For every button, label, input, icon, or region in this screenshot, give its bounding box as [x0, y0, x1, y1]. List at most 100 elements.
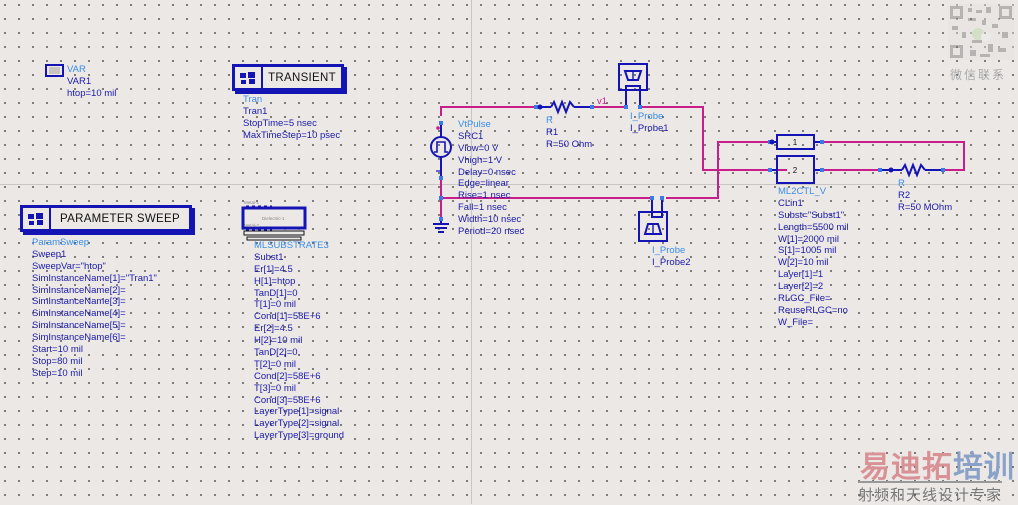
pin-probe2-in[interactable] — [650, 196, 654, 200]
substrate-name: Subst1 — [254, 251, 284, 263]
substrate-param: T[1]=0 mil — [254, 299, 296, 311]
substrate-icon-label-metal1: Metal-1 — [244, 200, 260, 205]
r2-labels[interactable]: R R2 R=50 MOhm — [898, 178, 952, 214]
pin-probe1-in[interactable] — [624, 105, 628, 109]
transient-labels[interactable]: Tran Tran1 StopTime=5 nsec MaxTimeStep=1… — [243, 94, 340, 142]
pin-r1-2[interactable] — [590, 105, 594, 109]
pin-clin-3[interactable] — [820, 140, 824, 144]
transient-controller[interactable]: TRANSIENT — [232, 64, 344, 91]
var-block-labels[interactable]: VAR VAR1 htop=10 mil — [67, 64, 116, 100]
pin-clin-dot — [769, 139, 775, 145]
transient-param: MaxTimeStep=10 psec — [243, 129, 341, 141]
probe1-labels[interactable]: I_Probe I_Probe1 — [630, 111, 669, 135]
source-param: Vhigh=1 V — [458, 154, 503, 166]
source-labels[interactable]: VtPulse SRC1 Vlow=0 V Vhigh=1 V Delay=0 … — [458, 119, 524, 238]
transient-param: StopTime=5 nsec — [243, 117, 317, 129]
substrate-param: T[3]=0 mil — [254, 382, 296, 394]
pin-r1-dot — [537, 104, 543, 110]
r1-param: R=50 Ohm — [546, 138, 593, 150]
brand-subtitle: 射频和天线设计专家 — [858, 481, 1003, 505]
substrate-param: Er[2]=4.5 — [254, 323, 293, 335]
clin-labels[interactable]: ML2CTL_V CLin1 Subst="Subst1" Length=550… — [778, 186, 849, 329]
clin-param: S[1]=1005 mil — [778, 245, 837, 257]
source-param: Fall=1 nsec — [458, 202, 507, 214]
substrate-param: TanD[2]=0 — [254, 347, 298, 359]
clin-param: Layer[1]=1 — [778, 269, 824, 281]
substrate-param: Er[1]=4.5 — [254, 263, 293, 275]
source-param: Period=20 nsec — [458, 226, 525, 238]
substrate-param: H[1]=htop — [254, 275, 296, 287]
substrate-icon-label-metal2: Metal-2 — [244, 223, 260, 228]
wire-src-top-to-r1 — [440, 106, 538, 116]
brand-logo-watermark: 易迪拓培训 — [860, 442, 1015, 486]
probe1-type: I_Probe — [630, 111, 664, 122]
r1-type: R — [546, 115, 553, 126]
r1-labels[interactable]: R R1 R=50 Ohm — [546, 115, 592, 151]
clin-pin-label-2: 2 — [793, 166, 798, 175]
substrate-param: Cond[3]=58E+6 — [254, 394, 321, 406]
simulation-gear-icon — [235, 67, 263, 88]
qr-code-watermark — [948, 4, 1014, 60]
source-param: Width=10 nsec — [458, 214, 522, 226]
source-param: Edge=linear — [458, 178, 509, 190]
current-probe-1-symbol[interactable] — [618, 63, 648, 107]
probe2-name: I_Probe2 — [652, 256, 691, 268]
pin-clin-4[interactable] — [820, 168, 824, 172]
parameter-sweep-banner-label: PARAMETER SWEEP — [60, 212, 180, 225]
sweep-param: SimInstanceName[1]="Tran1" — [32, 272, 157, 284]
crosshair-horizontal — [0, 184, 1018, 185]
source-name: SRC1 — [458, 130, 484, 142]
substrate-param: LayerType[2]=signal — [254, 418, 340, 430]
substrate-icon[interactable]: Metal-1 Dielectric-1 Metal-2 — [241, 200, 307, 241]
substrate-labels[interactable]: MLSUBSTRATE3 Subst1 Er[1]=4.5 H[1]=htop … — [254, 240, 344, 442]
transient-banner-label: TRANSIENT — [268, 71, 336, 84]
qr-caption: 微信联系 — [950, 68, 1007, 82]
sweep-param: SimInstanceName[5]= — [32, 320, 126, 332]
pin-src-p[interactable] — [439, 121, 443, 125]
substrate-param: LayerType[1]=signal — [254, 406, 340, 418]
transient-type: Tran — [243, 94, 263, 105]
probe1-name: I_Probe1 — [630, 122, 669, 134]
source-type: VtPulse — [458, 119, 491, 130]
wire-probe2-to-clin-pin1 — [666, 141, 770, 199]
sweep-gear-icon — [23, 208, 51, 229]
var-eqn-icon[interactable] — [45, 64, 64, 77]
r2-type: R — [898, 178, 905, 189]
pin-probe1-out[interactable] — [638, 105, 642, 109]
clin-type: ML2CTL_V — [778, 186, 827, 197]
sweep-type: ParamSweep — [32, 237, 90, 248]
pin-probe2-out[interactable] — [660, 196, 664, 200]
substrate-param: TanD[1]=0 — [254, 287, 298, 299]
clin-param: Subst="Subst1" — [778, 209, 845, 221]
wire-clin-pin3-to-loop — [815, 141, 965, 171]
pin-r2-1[interactable] — [878, 168, 882, 172]
param-sweep-labels[interactable]: ParamSweep Sweep1 SweepVar="htop" SimIns… — [32, 237, 157, 380]
logo-part1: 易迪拓 — [860, 451, 953, 484]
probe2-labels[interactable]: I_Probe I_Probe2 — [652, 245, 691, 269]
transient-name: Tran1 — [243, 105, 268, 117]
pin-node — [439, 196, 443, 200]
clin-name: CLin1 — [778, 197, 803, 209]
resistor-r1-symbol[interactable] — [538, 99, 591, 115]
var-type: VAR — [67, 64, 86, 75]
clin-param: Layer[2]=2 — [778, 281, 824, 293]
clin-pin-label-1: 1 — [793, 138, 798, 147]
sweep-param: SimInstanceName[3]= — [32, 296, 126, 308]
crosshair-vertical — [471, 0, 472, 504]
sweep-param: SimInstanceName[6]= — [32, 332, 126, 344]
sweep-param: Step=10 mil — [32, 367, 83, 379]
source-param: Delay=0 nsec — [458, 166, 516, 178]
sweep-name: Sweep1 — [32, 248, 67, 260]
parameter-sweep-controller[interactable]: PARAMETER SWEEP — [20, 205, 192, 232]
pin-r1-1[interactable] — [534, 105, 538, 109]
vtpulse-source-symbol[interactable] — [430, 122, 452, 176]
pin-clin-2[interactable] — [768, 168, 772, 172]
substrate-param: T[2]=0 mil — [254, 358, 296, 370]
pin-r2-2[interactable] — [941, 168, 945, 172]
current-probe-2-symbol[interactable] — [638, 198, 668, 242]
pin-src-n[interactable] — [439, 176, 443, 180]
clin-param: RLGC_File= — [778, 293, 831, 305]
substrate-icon-label-dielectric: Dielectric-1 — [262, 216, 285, 221]
r1-name: R1 — [546, 126, 559, 138]
